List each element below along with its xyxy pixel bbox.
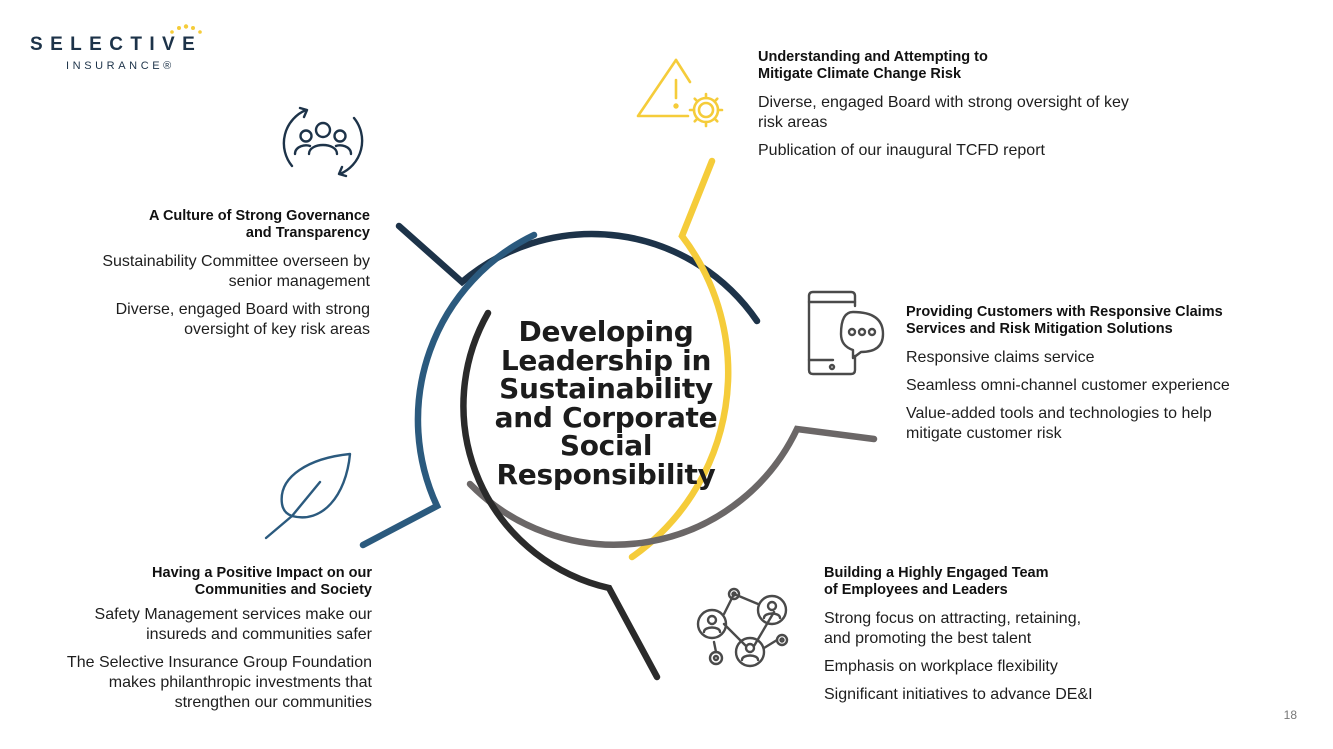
climate-item: Diverse, engaged Board with strong overs… — [758, 94, 1129, 131]
logo-dots-icon — [170, 24, 202, 34]
phone-chat-icon — [807, 290, 885, 376]
customers-item: Responsive claims service — [906, 349, 1095, 366]
team-item: Significant initiatives to advance DE&I — [824, 686, 1093, 703]
arc-dark — [460, 309, 661, 681]
climate-item: Publication of our inaugural TCFD report — [758, 142, 1045, 159]
leaf-icon — [264, 452, 352, 540]
selective-logo: SELECTIVE INSURANCE® — [30, 24, 220, 78]
arc-gray — [466, 425, 878, 548]
center-title: Developing Leadership in Sustainability … — [494, 315, 718, 491]
team-item: Strong focus on attracting, retaining,an… — [824, 610, 1082, 647]
warning-gear-icon — [636, 58, 724, 128]
customers-title: Providing Customers with Responsive Clai… — [906, 304, 1223, 337]
customers-section: Providing Customers with Responsive Clai… — [906, 304, 1306, 452]
customers-item: Seamless omni-channel customer experienc… — [906, 377, 1230, 394]
network-people-icon — [696, 587, 789, 668]
logo-wordmark: SELECTIVE — [30, 34, 203, 55]
team-item: Emphasis on workplace flexibility — [824, 658, 1058, 675]
arc-yellow — [628, 157, 732, 561]
page-number: 18 — [1283, 708, 1297, 722]
customers-item: Value-added tools and technologies to he… — [906, 405, 1212, 442]
people-circle-icon — [282, 106, 364, 178]
community-item: The Selective Insurance Group Foundation… — [66, 654, 372, 711]
arc-blue — [359, 231, 538, 549]
logo-subtitle: INSURANCE® — [66, 60, 175, 72]
